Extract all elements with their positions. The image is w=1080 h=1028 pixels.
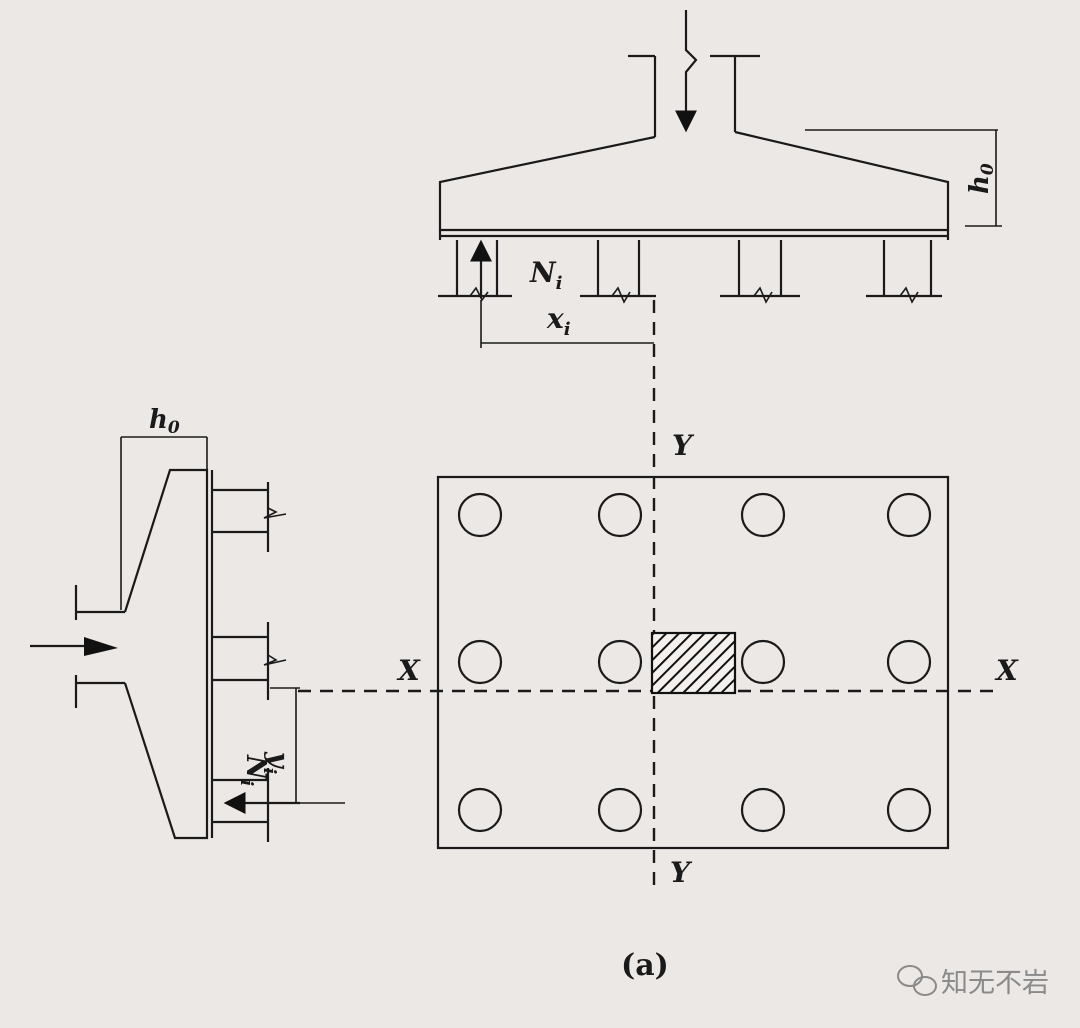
elevation-view-left: h0 Ni yi — [30, 405, 345, 842]
yi-label: yi — [259, 751, 294, 774]
pile-circle — [457, 787, 503, 833]
xi-label: xi — [546, 302, 571, 340]
cap-plan-outline — [436, 475, 950, 850]
figure-caption: (a) — [621, 948, 669, 983]
x-axis-label-right: X — [994, 654, 1019, 687]
watermark-text: 知无不岩 — [941, 968, 1049, 999]
watermark: 知无不岩 — [897, 965, 1049, 999]
plan-view — [436, 475, 950, 850]
pile-side-2 — [212, 622, 287, 700]
cap-side-profile — [123, 468, 209, 840]
column-side-load-arrow — [84, 637, 118, 656]
pile-circles — [457, 492, 932, 833]
xi-dimension — [480, 300, 654, 348]
pile-circle — [740, 639, 786, 685]
wechat-icon — [897, 965, 937, 996]
column-break — [684, 10, 698, 82]
pile-elevation-1 — [438, 239, 512, 302]
x-axis-label-left: X — [396, 654, 421, 687]
h0-dimension-right — [805, 129, 1002, 227]
h0-label-right: h0 — [965, 163, 998, 194]
Ni-label-side: Ni — [236, 754, 271, 786]
y-axis-label-bottom: Y — [670, 856, 693, 889]
pile-circle — [740, 492, 786, 538]
pile-circle — [886, 492, 932, 538]
pile-side-3 — [212, 768, 300, 842]
pile-circle — [740, 787, 786, 833]
pile-circle — [597, 787, 643, 833]
column-side-stub — [74, 585, 125, 708]
pile-circle — [597, 492, 643, 538]
pile-circle — [457, 492, 503, 538]
pile-side-1 — [212, 482, 287, 552]
elevation-view-top: h0 Ni xi — [438, 10, 1002, 348]
y-axis-label-top: Y — [672, 429, 695, 462]
Ni-label-top: Ni — [529, 256, 563, 294]
cap-profile — [438, 130, 950, 232]
pile-circle — [597, 639, 643, 685]
pile-elevation-3 — [720, 240, 800, 304]
pile-circle — [886, 787, 932, 833]
column-section-hatched — [650, 631, 737, 695]
pile-elevation-2 — [580, 240, 656, 304]
pile-circle — [886, 639, 932, 685]
yi-dimension — [270, 687, 345, 804]
column-outline — [628, 54, 760, 137]
h0-label-left: h0 — [149, 405, 180, 438]
h0-dimension-left — [120, 436, 208, 610]
pile-circle — [457, 639, 503, 685]
pile-elevation-4 — [866, 240, 942, 304]
